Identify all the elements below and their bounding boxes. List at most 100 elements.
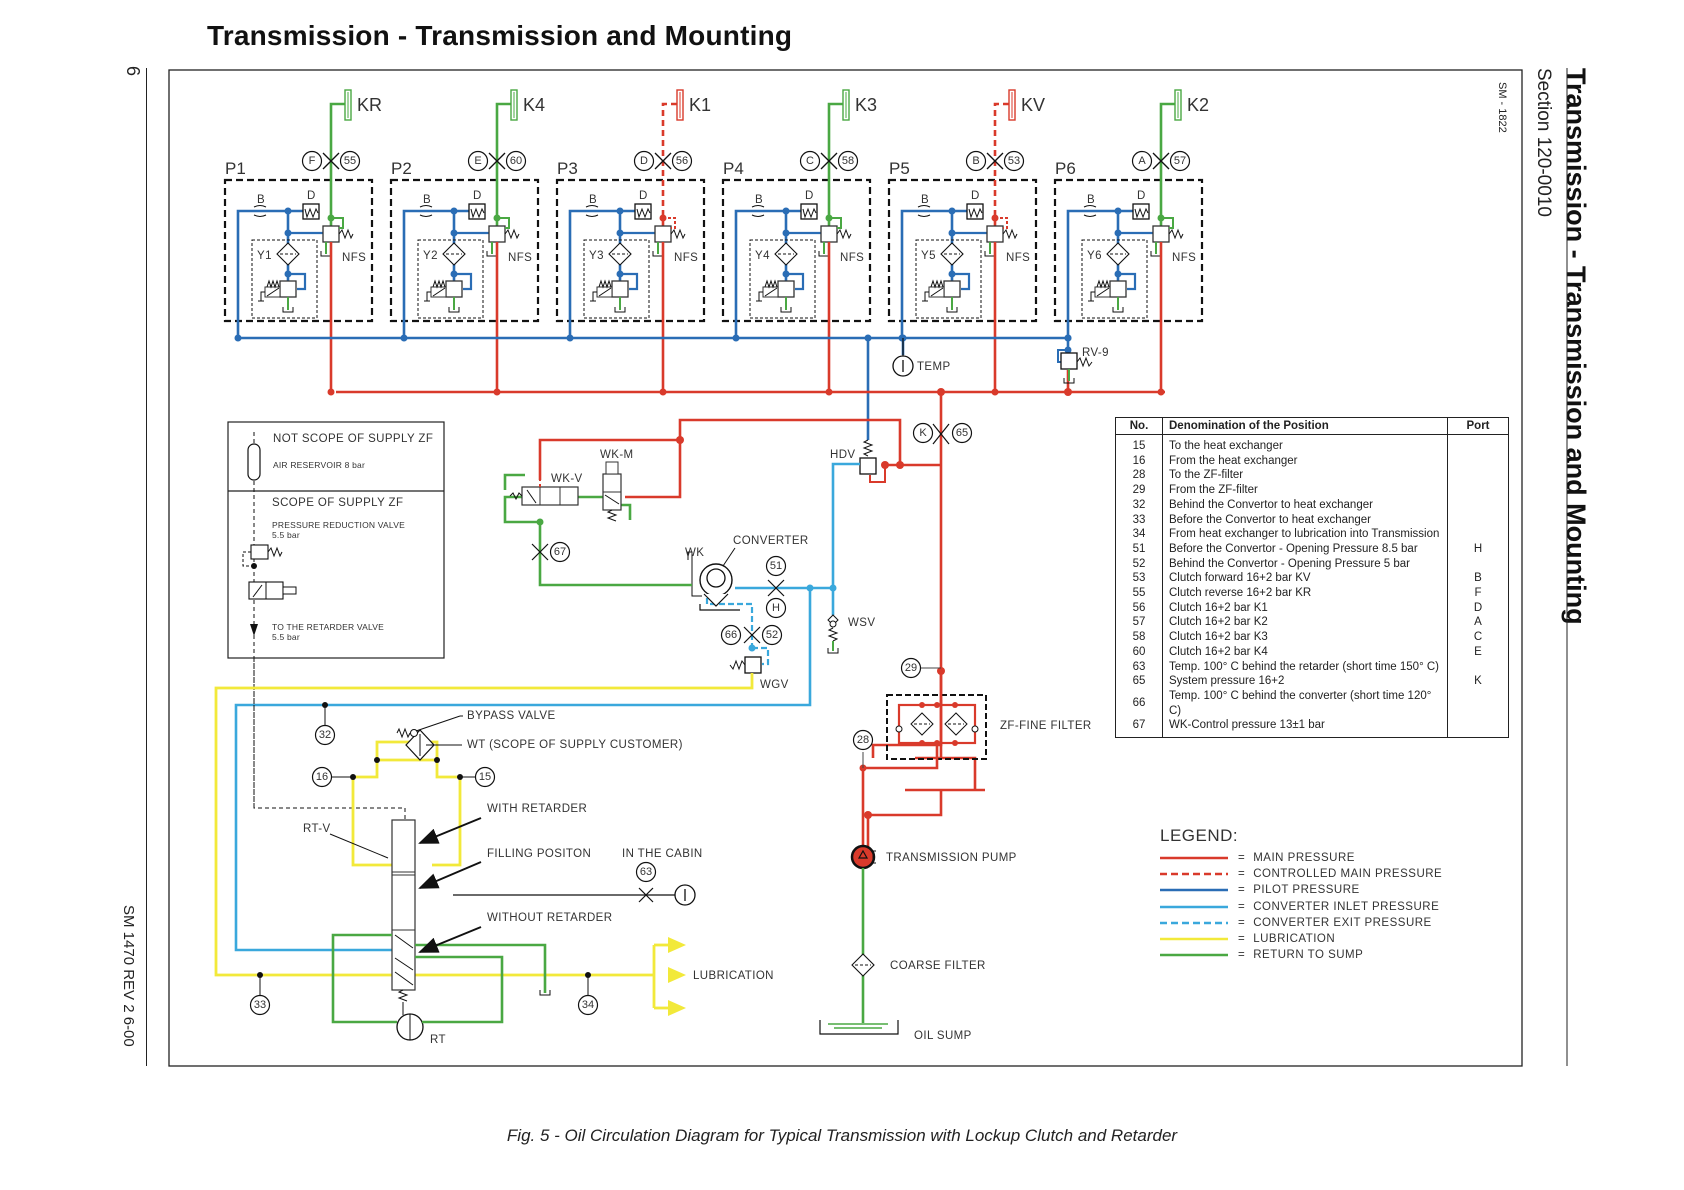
row-port: A bbox=[1447, 615, 1509, 631]
row-denomination: Behind the Convertor to heat exchanger bbox=[1169, 498, 1373, 511]
measure-point-67: 67 bbox=[531, 541, 571, 563]
lubrication-label: LUBRICATION bbox=[693, 970, 774, 982]
legend-label: CONVERTER INLET PRESSURE bbox=[1253, 900, 1440, 913]
rv9-label: RV-9 bbox=[1082, 347, 1109, 359]
row-denomination: Before the Convertor - Opening Pressure … bbox=[1169, 542, 1418, 555]
legend-swatch bbox=[1160, 873, 1228, 876]
point-63: 63 bbox=[640, 866, 652, 878]
return-lines-retarder bbox=[331, 933, 547, 1024]
row-port bbox=[1447, 659, 1509, 675]
legend-item: =LUBRICATION bbox=[1160, 931, 1442, 947]
pilot-pressure-junctions bbox=[864, 334, 1072, 354]
legend-label: LUBRICATION bbox=[1253, 933, 1336, 946]
clutch-label: KV bbox=[1021, 95, 1045, 115]
table-header: No. Denomination of the Position Port bbox=[1115, 417, 1509, 435]
row-denomination: Before the Convertor to heat exchanger bbox=[1169, 513, 1372, 526]
measure-point-28: 28 bbox=[852, 729, 874, 768]
legend-equals: = bbox=[1238, 884, 1246, 897]
row-port bbox=[1447, 527, 1509, 542]
hdv-label: HDV bbox=[830, 449, 855, 461]
to-retarder-label: TO THE RETARDER VALVE bbox=[272, 622, 384, 632]
nfs-valve-icon bbox=[986, 225, 1004, 243]
nfs-valve-icon bbox=[488, 225, 506, 243]
converter-inlet-junctions bbox=[806, 584, 837, 592]
legend-label: CONVERTER EXIT PRESSURE bbox=[1253, 916, 1432, 929]
legend-item: =CONVERTER INLET PRESSURE bbox=[1160, 899, 1442, 915]
nfs-label: NFS bbox=[508, 252, 532, 264]
solenoid-label: Y1 bbox=[257, 250, 272, 262]
clutch-label: K1 bbox=[689, 95, 711, 115]
hdv-valve: HDV bbox=[830, 439, 877, 475]
row-port bbox=[1447, 497, 1509, 513]
transmission-pump-label: TRANSMISSION PUMP bbox=[886, 852, 1017, 864]
retarder-position-labels: WITH RETARDER FILLING POSITON WITHOUT RE… bbox=[418, 803, 702, 953]
wkv-label: WK-V bbox=[551, 473, 583, 485]
wkm-valve: WK-M bbox=[600, 449, 634, 522]
nfs-valve-icon bbox=[322, 225, 340, 243]
row-port: C bbox=[1447, 630, 1509, 645]
solenoid-label: Y3 bbox=[589, 250, 604, 262]
row-number: 63 bbox=[1115, 659, 1163, 675]
main-pressure-lines bbox=[336, 370, 1165, 848]
measure-points-left: 32 16 15 33 34 bbox=[249, 702, 599, 1016]
port-letter: F bbox=[309, 155, 316, 167]
nfs-label: NFS bbox=[840, 252, 864, 264]
wkv-valve: WK-V bbox=[509, 470, 583, 506]
nfs-label: NFS bbox=[1006, 252, 1030, 264]
not-scope-label: NOT SCOPE OF SUPPLY ZF bbox=[273, 433, 433, 445]
row-number: 15 bbox=[1115, 434, 1163, 454]
filling-position-label: FILLING POSITON bbox=[487, 848, 591, 860]
legend-equals: = bbox=[1238, 868, 1246, 881]
wgv-label: WGV bbox=[760, 679, 789, 691]
legend-title: LEGEND: bbox=[1160, 826, 1239, 845]
row-number: 55 bbox=[1115, 586, 1163, 601]
valve-label: P4 bbox=[723, 159, 744, 178]
row-port bbox=[1447, 453, 1509, 469]
converter-label: CONVERTER bbox=[733, 535, 809, 547]
heat-exchanger: BYPASS VALVE WT (SCOPE OF SUPPLY CUSTOME… bbox=[374, 710, 682, 763]
legend-swatch bbox=[1160, 953, 1228, 957]
oil-sump: OIL SUMP bbox=[819, 1020, 971, 1042]
row-number: 65 bbox=[1115, 674, 1163, 689]
row-denomination: Clutch 16+2 bar K2 bbox=[1169, 616, 1268, 629]
valve-label: P2 bbox=[391, 159, 412, 178]
legend-label: RETURN TO SUMP bbox=[1253, 949, 1364, 962]
wkm-label: WK-M bbox=[600, 449, 634, 461]
row-denomination: Clutch reverse 16+2 bar KR bbox=[1169, 587, 1312, 600]
damper-label: D bbox=[639, 190, 648, 202]
coarse-filter-label: COARSE FILTER bbox=[890, 960, 986, 972]
row-denomination: Clutch 16+2 bar K1 bbox=[1169, 601, 1268, 614]
converter-exit-junction bbox=[748, 644, 756, 652]
cabin-temp-sensor: 63 bbox=[453, 861, 696, 906]
nfs-label: NFS bbox=[342, 252, 366, 264]
row-denomination: To the ZF-filter bbox=[1169, 469, 1244, 482]
damper-label: D bbox=[473, 190, 482, 202]
rv9-valve: RV-9 bbox=[1057, 347, 1109, 384]
solenoid-label: Y2 bbox=[423, 250, 438, 262]
nfs-valve-icon bbox=[820, 225, 838, 243]
row-port bbox=[1447, 688, 1509, 719]
wsv-valve: WSV bbox=[827, 614, 875, 654]
measure-point: 56 bbox=[676, 155, 688, 167]
port-letter: E bbox=[474, 155, 481, 167]
zf-fine-filter: ZF-FINE FILTER bbox=[886, 694, 1092, 760]
air-reservoir-label: AIR RESERVOIR 8 bar bbox=[273, 460, 365, 470]
converter-exit-lines bbox=[705, 598, 770, 666]
legend-label: MAIN PRESSURE bbox=[1253, 852, 1355, 865]
orifice-label: B bbox=[755, 194, 763, 206]
rt-label: RT bbox=[430, 1034, 446, 1046]
orifice-label: B bbox=[257, 194, 265, 206]
valve-label: P3 bbox=[557, 159, 578, 178]
zf-fine-filter-label: ZF-FINE FILTER bbox=[1000, 720, 1092, 732]
tank-symbol bbox=[539, 990, 551, 996]
row-denomination: WK-Control pressure 13±1 bar bbox=[1169, 719, 1325, 732]
port-letter: A bbox=[1138, 155, 1146, 167]
